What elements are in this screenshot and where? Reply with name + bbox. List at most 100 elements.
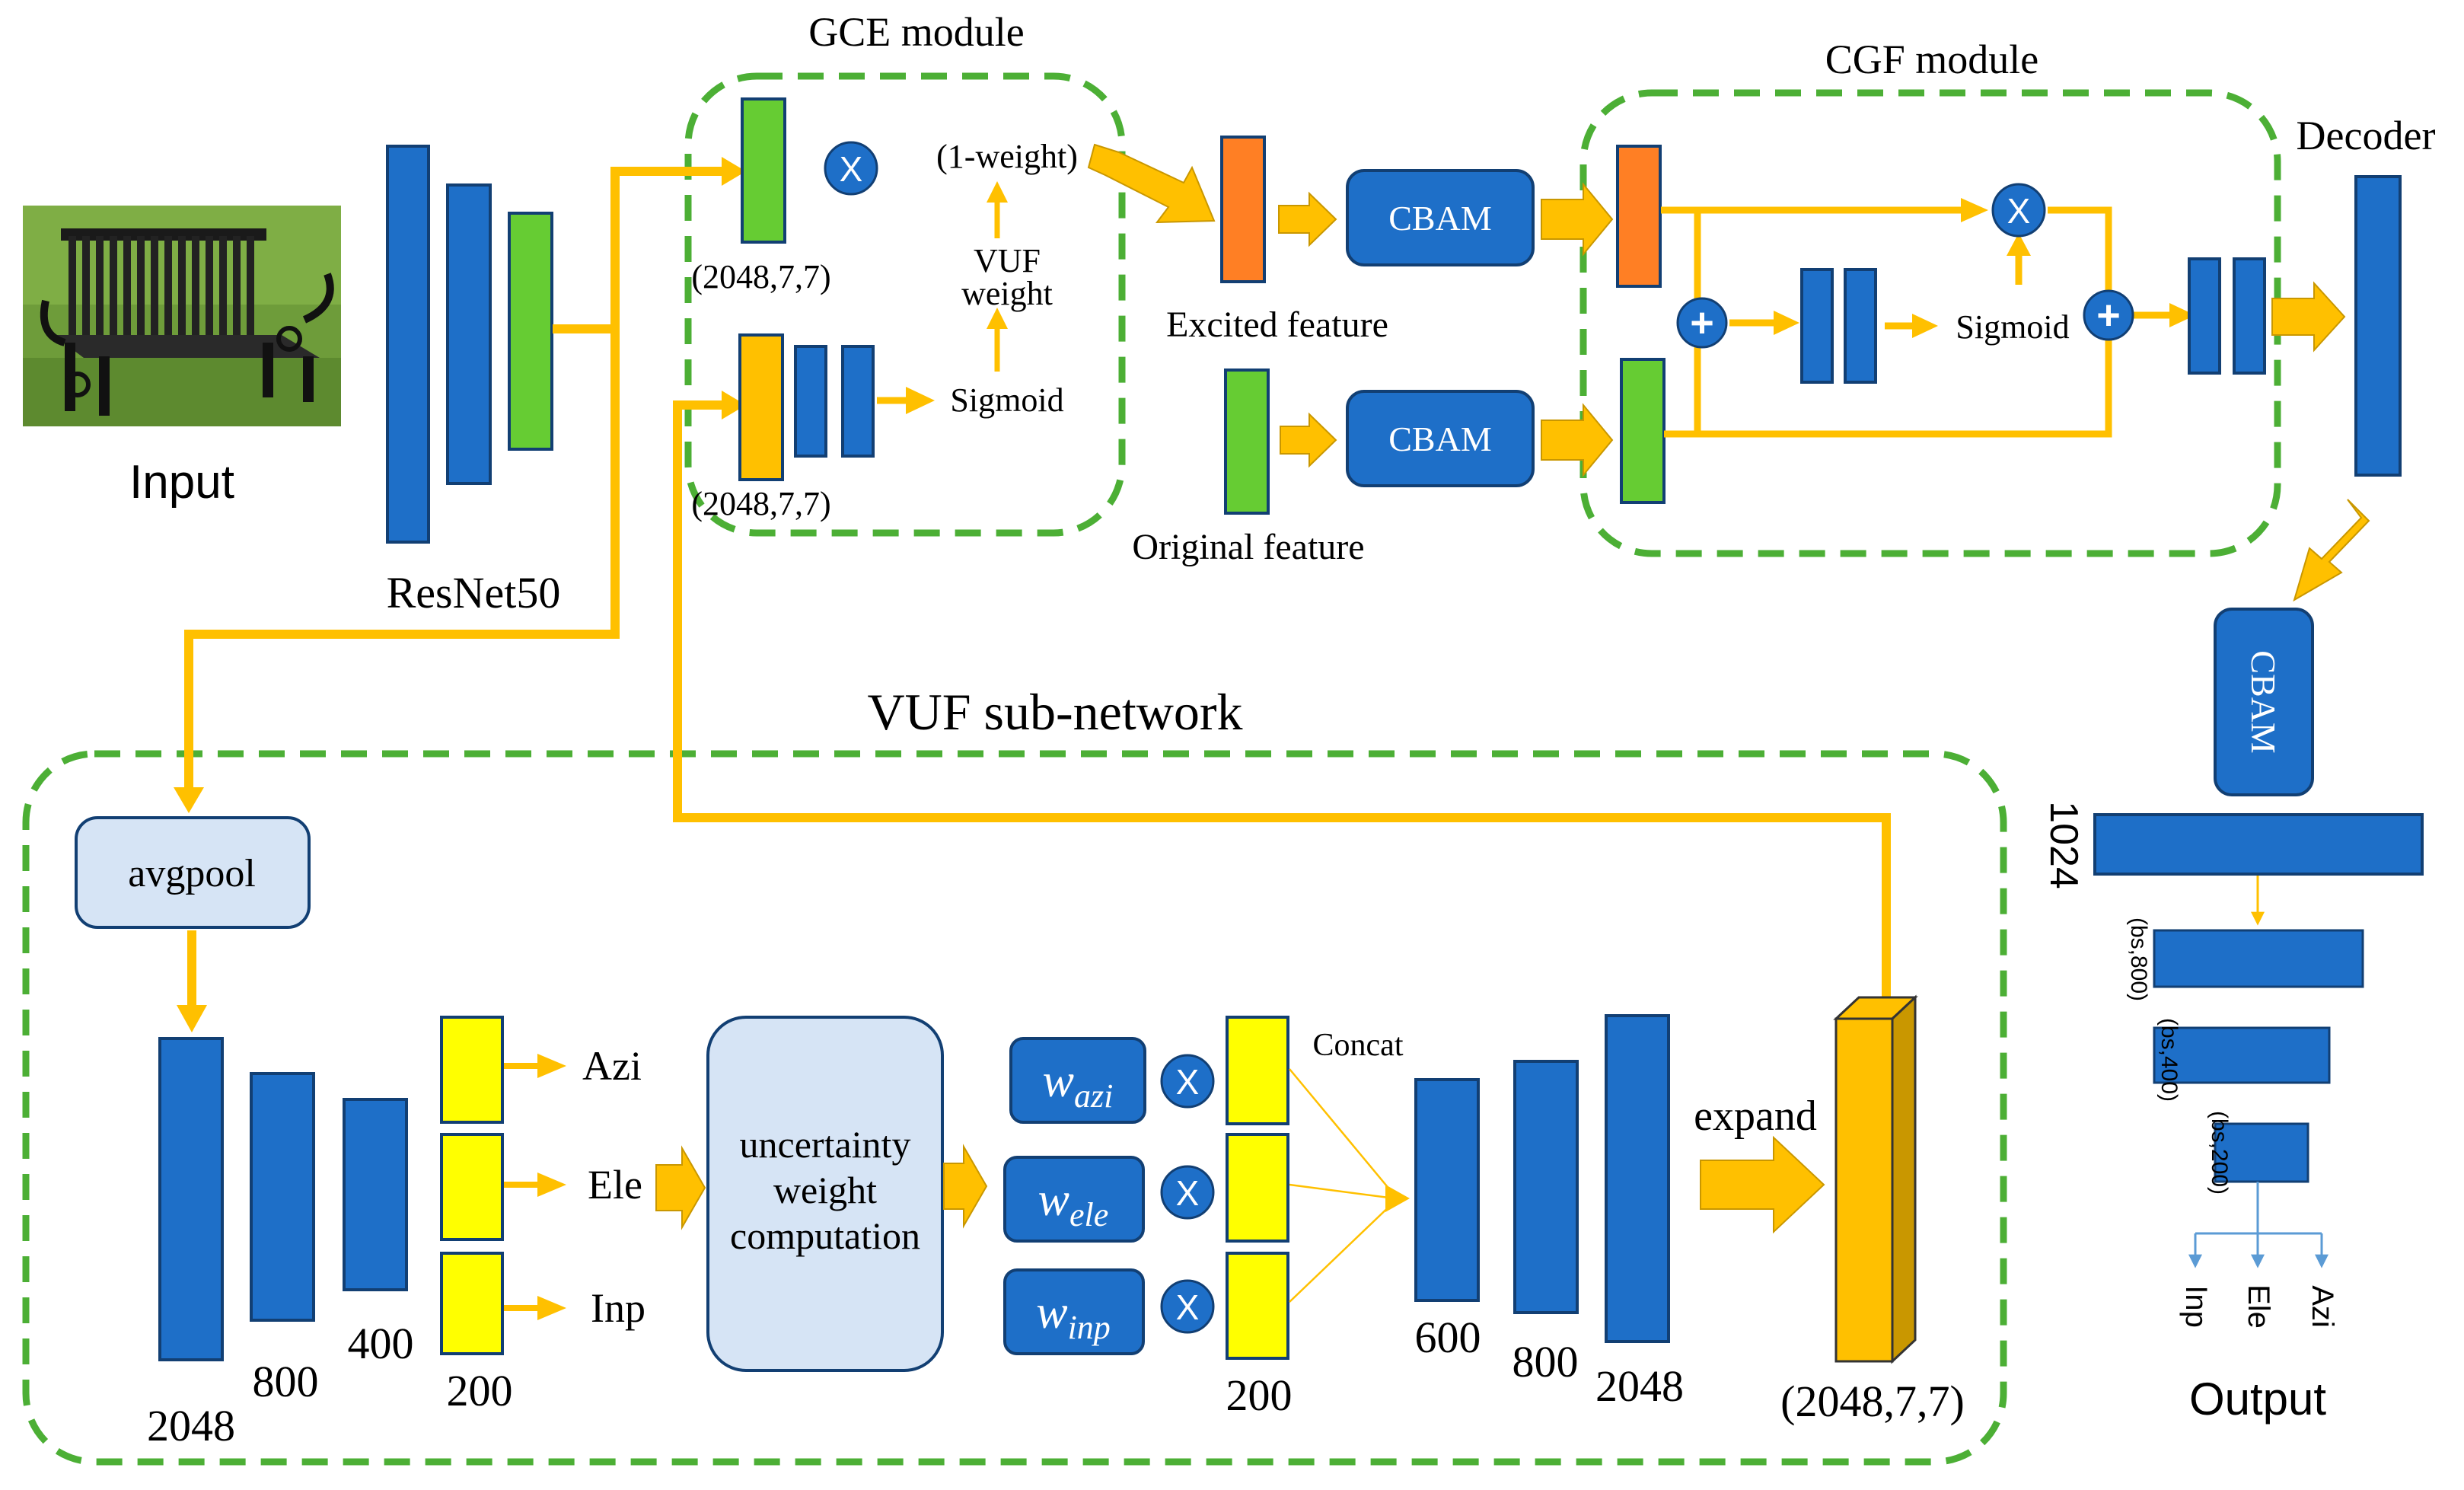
resnet50-label: ResNet50 (387, 568, 561, 617)
vuf-dim-800: 800 (253, 1357, 319, 1406)
fc-800-bar (2153, 929, 2364, 988)
vuf-dim-2048: 2048 (147, 1401, 235, 1450)
expand-arrow (1700, 1135, 1825, 1234)
decoder-label: Decoder (2297, 113, 2436, 158)
uncertainty-line3: computation (730, 1214, 920, 1257)
excited-feature-block (1220, 136, 1266, 283)
weight-inp-box: winp (1003, 1268, 1145, 1355)
cgf-orange-feature (1616, 145, 1662, 288)
arrowhead-gce-green (722, 157, 746, 186)
expanded-tensor-block (1833, 994, 1918, 1364)
vuf-azi-label: Azi (582, 1043, 642, 1089)
vuf-fc-400 (343, 1098, 408, 1291)
arrowhead-avgpool (174, 787, 204, 813)
vuf-yellow-azi (440, 1016, 504, 1124)
avgpool-box (75, 816, 311, 929)
fc-400-bar (2153, 1026, 2331, 1084)
cgf-sigmoid: Sigmoid (1956, 308, 2069, 346)
svg-text:+: + (1690, 300, 1714, 346)
arrowhead-azi (537, 1054, 566, 1078)
excited-feature-label: Excited feature (1166, 305, 1388, 345)
arrow-cbam-top-to-cgf (1541, 182, 1614, 257)
svg-text:X: X (1176, 1287, 1200, 1327)
input-label: Input (129, 456, 234, 509)
multiply-icon-ele: X (1160, 1165, 1215, 1220)
uncertainty-weight-box (706, 1016, 944, 1372)
out-azi-label: Azi (2306, 1285, 2339, 1328)
gce-multiply-icon: X (824, 141, 878, 196)
fc-1024-label: 1024 (2042, 801, 2086, 889)
fc-200-label: (bs,200) (2207, 1111, 2232, 1195)
gce-vuf-weight-line2: weight (961, 275, 1053, 312)
avgpool-label: avgpool (128, 852, 256, 895)
out-inp-label: Inp (2179, 1285, 2213, 1328)
arrow-to-gce-sigmoid (906, 387, 935, 414)
decoder-cbam-label: CBAM (2244, 650, 2283, 753)
vuf-yellow-inp (440, 1252, 504, 1355)
cbam-bottom-label: CBAM (1388, 420, 1491, 458)
svg-text:X: X (1176, 1062, 1200, 1102)
uncertainty-line1: uncertainty (740, 1123, 911, 1166)
cgf-blue-bar-1 (1800, 268, 1834, 384)
svg-text:wazi: wazi (1043, 1055, 1114, 1115)
arrow-uncertainty-to-weights (943, 1144, 988, 1229)
output-label: Output (2189, 1374, 2326, 1425)
gce-bottom-dim: (2048,7,7) (691, 485, 830, 522)
cgf-out-bar-1 (2188, 257, 2221, 375)
fc-800-label: (bs,800) (2126, 917, 2151, 1001)
arrow-excited-to-cbam (1278, 191, 1337, 247)
vuf-dim-600: 600 (1415, 1313, 1481, 1362)
cgf-green-feature (1620, 358, 1666, 504)
arrow-vuf-to-weight (987, 181, 1008, 203)
svg-text:wele: wele (1038, 1174, 1109, 1233)
gce-one-minus-weight: (1-weight) (936, 138, 1078, 175)
arrow-decoder-to-cbam (2293, 499, 2370, 602)
gce-vuf-weight-line1: VUF (974, 242, 1041, 279)
decoder-block (2354, 175, 2402, 477)
fc-400-label: (bs,400) (2156, 1018, 2182, 1102)
gce-blue-bar-1 (794, 345, 827, 458)
gce-top-dim: (2048,7,7) (691, 258, 830, 295)
out-ele-label: Ele (2242, 1284, 2275, 1329)
multiply-icon-azi: X (1160, 1054, 1215, 1109)
weighted-yellow-inp (1226, 1252, 1289, 1360)
vuf-dim-800b: 800 (1513, 1337, 1579, 1386)
cgf-module-title: CGF module (1825, 37, 2039, 82)
vuf-inp-label: Inp (591, 1285, 645, 1331)
arrow-original-to-cbam (1280, 412, 1337, 468)
arrowhead-to-cgf-bars (1774, 311, 1799, 335)
fc-200-bar (2214, 1122, 2309, 1183)
arrowhead-avgpool-down (177, 1005, 207, 1032)
arrow-cgf-to-decoder (2271, 281, 2346, 353)
cgf-line-green (1664, 340, 2112, 438)
connector-expand-to-gce (673, 400, 1891, 1005)
resnet-block-2 (446, 183, 492, 485)
vuf-fc-2048b (1605, 1014, 1670, 1343)
svg-text:X: X (1176, 1173, 1200, 1213)
vuf-fc-800 (250, 1072, 315, 1322)
svg-text:+: + (2096, 292, 2121, 338)
resnet-block-3 (508, 212, 553, 451)
vuf-fc-600 (1414, 1078, 1480, 1302)
arrowhead-ele (537, 1173, 566, 1197)
weighted-yellow-ele (1226, 1133, 1289, 1243)
expand-dim-label: (2048,7,7) (1780, 1377, 1965, 1426)
arrowhead-inp (537, 1296, 566, 1320)
vuf-subnetwork-title: VUF sub-network (868, 683, 1243, 741)
svg-text:X: X (840, 149, 863, 189)
cgf-multiply-icon: X (1991, 183, 2046, 238)
vuf-ele-label: Ele (588, 1162, 642, 1208)
concat-dim-200: 200 (1226, 1370, 1293, 1420)
cbam-bottom (1346, 390, 1535, 487)
arrow-sigmoid-to-vuf (987, 308, 1008, 329)
gce-amber-feature (738, 333, 784, 481)
gce-sigmoid: Sigmoid (950, 381, 1063, 419)
gce-green-feature (741, 97, 786, 244)
vuf-yellow-ele (440, 1133, 504, 1241)
uncertainty-line2: weight (773, 1169, 877, 1211)
arrowhead-to-cgf-multiply (1961, 198, 1988, 222)
expand-label: expand (1694, 1093, 1817, 1140)
fc-1024-bar (2093, 813, 2424, 876)
arrowhead-sigmoid-up (2007, 233, 2031, 256)
gce-blue-bar-2 (841, 345, 875, 458)
